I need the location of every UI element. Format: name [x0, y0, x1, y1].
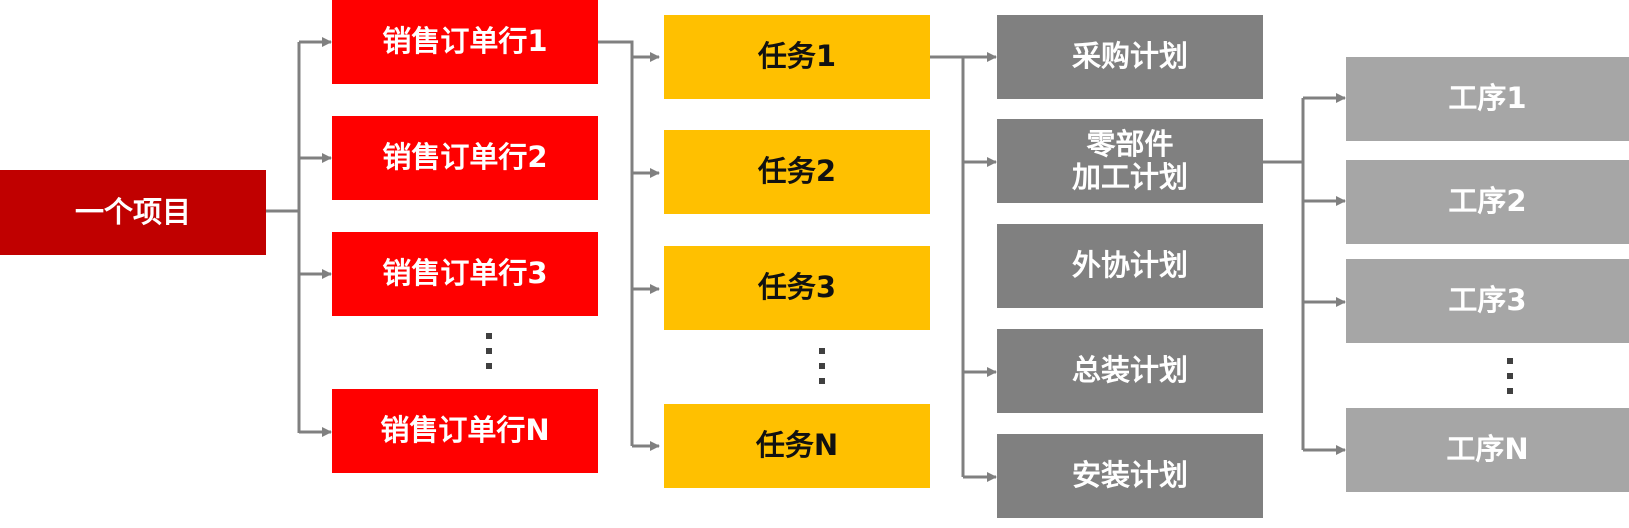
procedure-node-3: 工序3: [1346, 259, 1629, 343]
connector-plan-trunk: [1263, 98, 1305, 450]
task-node-3: 任务3: [664, 246, 930, 330]
task-node-2: 任务2: [664, 130, 930, 214]
ellipsis-tasks: [819, 348, 825, 393]
connector-project-trunk: [266, 42, 301, 433]
procedure-node-n: 工序N: [1346, 408, 1629, 492]
procedure-node-2: 工序2: [1346, 160, 1629, 244]
plan-node-outsourcing: 外协计划: [997, 224, 1263, 308]
sales-line-node-1: 销售订单行1: [332, 0, 598, 84]
procedure-node-1: 工序1: [1346, 57, 1629, 141]
plan-node-parts-processing: 零部件 加工计划: [997, 119, 1263, 203]
sales-line-node-3: 销售订单行3: [332, 232, 598, 316]
plan-node-purchase: 采购计划: [997, 15, 1263, 99]
ellipsis-sales: [486, 333, 492, 378]
sales-line-node-2: 销售订单行2: [332, 116, 598, 200]
ellipsis-procedures: [1507, 358, 1513, 403]
connector-task-trunk: [930, 55, 965, 477]
plan-node-final-assembly: 总装计划: [997, 329, 1263, 413]
plan-node-installation: 安装计划: [997, 434, 1263, 518]
sales-line-node-n: 销售订单行N: [332, 389, 598, 473]
task-node-n: 任务N: [664, 404, 930, 488]
connector-sales-trunk: [598, 40, 634, 446]
project-node: 一个项目: [0, 170, 266, 255]
task-node-1: 任务1: [664, 15, 930, 99]
